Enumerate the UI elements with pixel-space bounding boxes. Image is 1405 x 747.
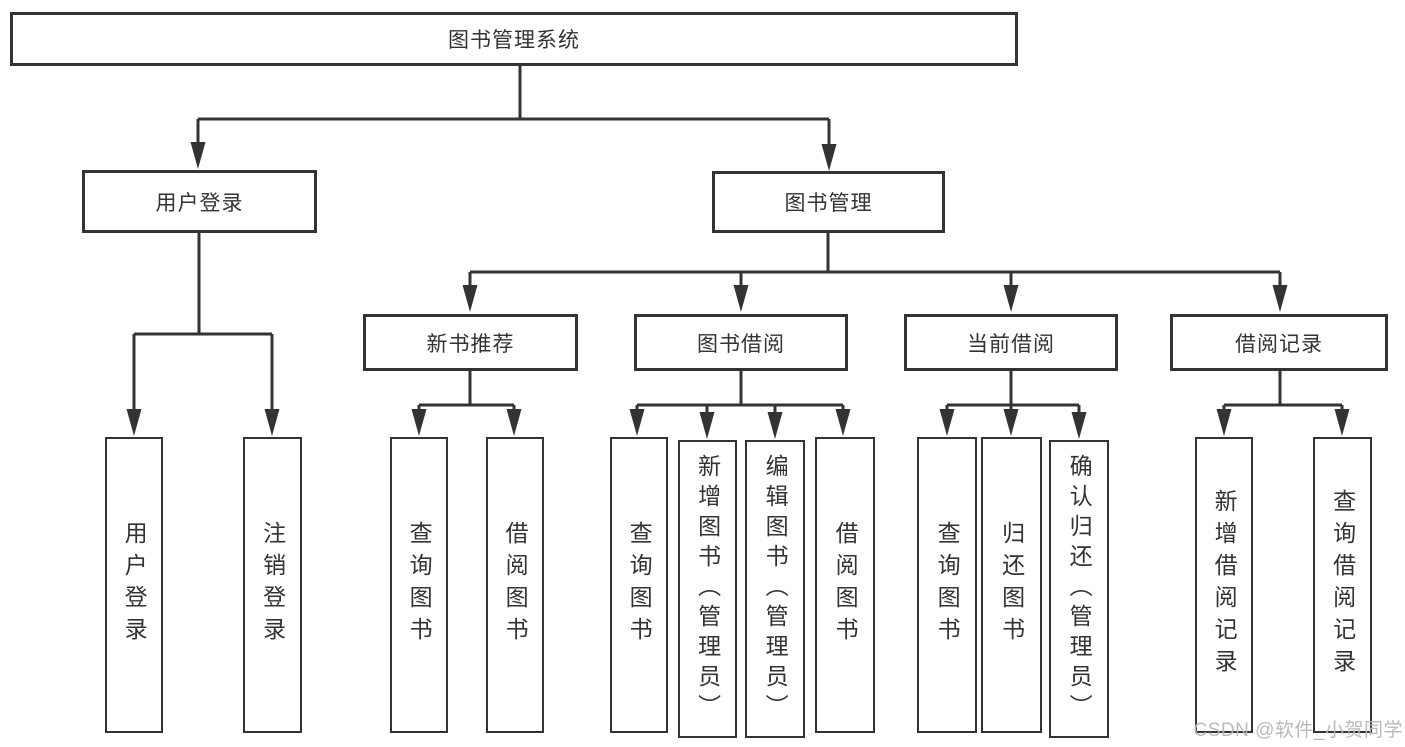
- leaf-label: 查询图书: [626, 521, 653, 649]
- leaf-add-books-admin: 新增图书（管理员）: [678, 440, 737, 738]
- leaf-return-books: 归还图书: [981, 437, 1042, 733]
- leaf-add-borrow-record: 新增借阅记录: [1195, 437, 1253, 733]
- leaf-label: 借阅图书: [832, 521, 859, 649]
- node-label: 图书管理: [784, 192, 873, 215]
- leaf-query-books-borrowing: 查询图书: [610, 437, 668, 733]
- node-label: 图书借阅: [697, 332, 785, 356]
- node-new-book-recommendation: 新书推荐: [363, 314, 578, 371]
- leaf-edit-books-admin: 编辑图书（管理员）: [745, 440, 805, 738]
- leaf-logout: 注销登录: [243, 437, 302, 733]
- node-label: 借阅记录: [1235, 332, 1323, 356]
- leaf-user-login: 用户登录: [105, 437, 163, 733]
- leaf-confirm-return-admin: 确认归还（管理员）: [1049, 440, 1109, 738]
- node-book-borrowing: 图书借阅: [634, 314, 848, 371]
- node-label: 图书管理系统: [448, 29, 580, 52]
- node-label: 当前借阅: [967, 332, 1055, 356]
- leaf-borrow-books-recommend: 借阅图书: [486, 437, 544, 733]
- node-borrowing-records: 借阅记录: [1170, 314, 1388, 371]
- leaf-label: 借阅图书: [502, 521, 529, 649]
- node-user-login: 用户登录: [82, 170, 317, 233]
- node-book-management: 图书管理: [712, 171, 945, 233]
- leaf-label: 查询借阅记录: [1329, 489, 1356, 681]
- leaf-query-books-current: 查询图书: [917, 437, 977, 733]
- leaf-label: 注销登录: [259, 521, 286, 649]
- leaf-borrow-books-borrowing: 借阅图书: [815, 437, 875, 733]
- leaf-label: 新增借阅记录: [1211, 489, 1238, 681]
- leaf-label: 查询图书: [934, 521, 961, 649]
- node-library-management-system: 图书管理系统: [10, 12, 1018, 66]
- node-label: 新书推荐: [426, 332, 515, 356]
- leaf-label: 归还图书: [998, 521, 1025, 649]
- csdn-watermark: CSDN @软件_小贺同学: [1193, 720, 1403, 741]
- node-current-borrowing: 当前借阅: [904, 314, 1118, 371]
- leaf-label: 查询图书: [406, 521, 433, 649]
- leaf-label: 新增图书（管理员）: [694, 454, 721, 724]
- leaf-label: 用户登录: [121, 521, 148, 649]
- leaf-label: 编辑图书（管理员）: [762, 454, 789, 724]
- node-label: 用户登录: [155, 191, 244, 215]
- leaf-query-books-recommend: 查询图书: [390, 437, 448, 733]
- leaf-label: 确认归还（管理员）: [1066, 454, 1093, 724]
- leaf-query-borrow-record: 查询借阅记录: [1313, 437, 1372, 733]
